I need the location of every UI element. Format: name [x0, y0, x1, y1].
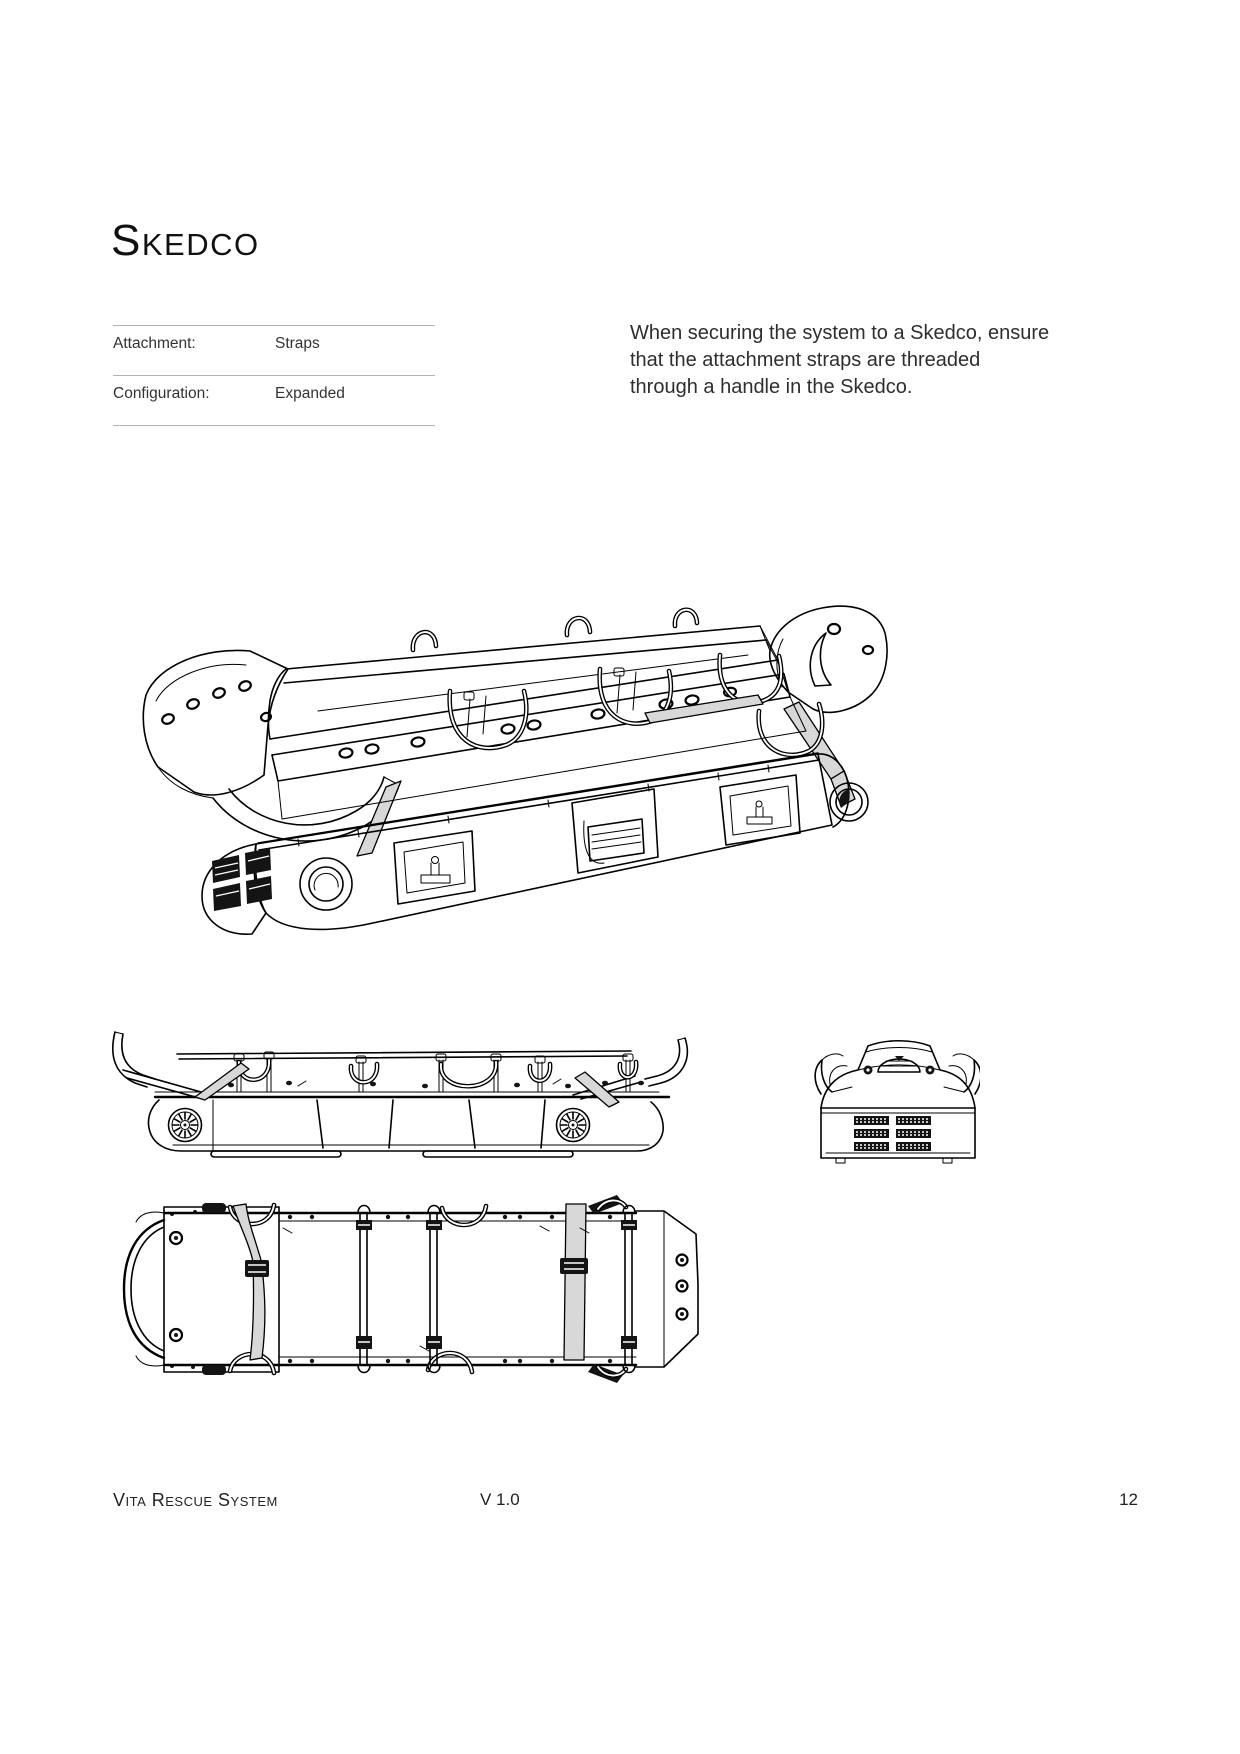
- thin-strap-3: [621, 1204, 637, 1374]
- spec-row-attachment: Attachment: Straps: [113, 325, 435, 375]
- figure-side-view: [93, 1026, 705, 1166]
- spec-row-configuration: Configuration: Expanded: [113, 375, 435, 425]
- skedco-isometric-drawing: [142, 605, 888, 935]
- intro-paragraph: When securing the system to a Skedco, en…: [630, 320, 1130, 401]
- skedco-side-drawing: [112, 1031, 689, 1158]
- skedco-top-drawing: [122, 1195, 699, 1383]
- page-title: Skedco: [111, 216, 260, 265]
- spec-label-attachment: Attachment:: [113, 335, 196, 352]
- spec-value-attachment: Straps: [275, 335, 320, 352]
- footer-version: V 1.0: [480, 1490, 520, 1509]
- figure-end-view: [806, 1030, 982, 1164]
- intro-line-2: that the attachment straps are threaded: [630, 349, 981, 371]
- vent-grid: [854, 1116, 931, 1151]
- intro-line-1: When securing the system to a Skedco, en…: [630, 322, 1050, 344]
- spec-label-configuration: Configuration:: [113, 385, 210, 402]
- fan-right: [555, 1107, 591, 1143]
- skedco-end-drawing: [814, 1040, 982, 1164]
- footer-product-name: Vita Rescue System: [113, 1490, 278, 1510]
- thin-strap-1: [356, 1204, 372, 1374]
- figure-isometric-view: [118, 593, 898, 955]
- spec-table: Attachment: Straps Configuration: Expand…: [113, 325, 435, 426]
- spec-value-configuration: Expanded: [275, 385, 345, 402]
- fan-left: [167, 1107, 203, 1143]
- figure-top-view: [120, 1186, 702, 1384]
- intro-line-3: through a handle in the Skedco.: [630, 376, 913, 398]
- footer-page-number: 12: [1119, 1490, 1138, 1509]
- thin-strap-2: [426, 1204, 442, 1374]
